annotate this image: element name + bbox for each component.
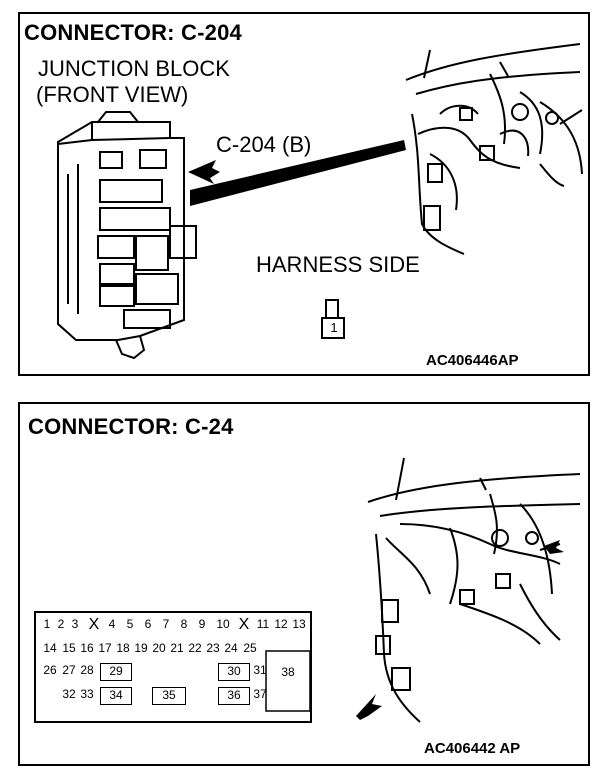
pin-2: 2: [57, 617, 65, 631]
figure-code: AC406446AP: [426, 352, 519, 369]
harness-side-label: HARNESS SIDE: [256, 252, 420, 277]
harness-pin-1: 1: [330, 320, 338, 335]
pin-28: 28: [80, 663, 94, 677]
pin-20: 20: [152, 641, 166, 655]
junction-block-illustration: [57, 43, 583, 360]
connector-outline: [34, 611, 312, 723]
pin-blank-2: X: [238, 616, 250, 633]
pin-35: 35: [152, 687, 186, 705]
pin-36: 36: [218, 687, 250, 705]
pin-32: 32: [62, 687, 76, 701]
pin-18: 18: [116, 641, 130, 655]
pin-4: 4: [108, 617, 116, 631]
panel-title: CONNECTOR: C-24: [28, 414, 234, 439]
c24-connector-pinout: 1 2 3 X 4 5 6 7 8 9 10 X 11 12 13 14 15 …: [34, 611, 312, 723]
pin-23: 23: [206, 641, 220, 655]
pin-21: 21: [170, 641, 184, 655]
pin-12: 12: [274, 617, 288, 631]
pin-blank-1: X: [88, 616, 100, 633]
pin-7: 7: [162, 617, 170, 631]
pin-11: 11: [256, 617, 270, 631]
pin-14: 14: [43, 641, 57, 655]
dashboard-wiring-illustration: [356, 457, 581, 723]
pin-8: 8: [180, 617, 188, 631]
pin-29: 29: [100, 663, 132, 681]
pin-37: 37: [253, 687, 267, 701]
connector-c24-panel: CONNECTOR: C-24 AC406442 AP 1 2 3 X 4 5 …: [18, 402, 590, 766]
pin-31: 31: [253, 663, 267, 677]
pin-26: 26: [43, 663, 57, 677]
pin-15: 15: [62, 641, 76, 655]
pin-27: 27: [62, 663, 76, 677]
pin-19: 19: [134, 641, 148, 655]
pin-30: 30: [218, 663, 250, 681]
pin-10: 10: [216, 617, 230, 631]
pin-1: 1: [43, 617, 51, 631]
pin-13: 13: [292, 617, 306, 631]
pin-17: 17: [98, 641, 112, 655]
pin-38: 38: [281, 665, 295, 679]
junction-block-label: JUNCTION BLOCK: [38, 56, 230, 81]
pin-22: 22: [188, 641, 202, 655]
pin-25: 25: [243, 641, 257, 655]
pin-16: 16: [80, 641, 94, 655]
figure-code: AC406442 AP: [424, 740, 521, 757]
pin-9: 9: [198, 617, 206, 631]
pin-34: 34: [100, 687, 132, 705]
pin-24: 24: [224, 641, 238, 655]
front-view-label: (FRONT VIEW): [36, 82, 189, 107]
pin-6: 6: [144, 617, 152, 631]
pin-3: 3: [71, 617, 79, 631]
pin-33: 33: [80, 687, 94, 701]
panel-title: CONNECTOR: C-204: [24, 20, 242, 45]
pin-5: 5: [126, 617, 134, 631]
c204b-callout: C-204 (B): [216, 132, 312, 157]
connector-c204-panel: CONNECTOR: C-204 JUNCTION BLOCK (FRONT V…: [18, 12, 590, 376]
